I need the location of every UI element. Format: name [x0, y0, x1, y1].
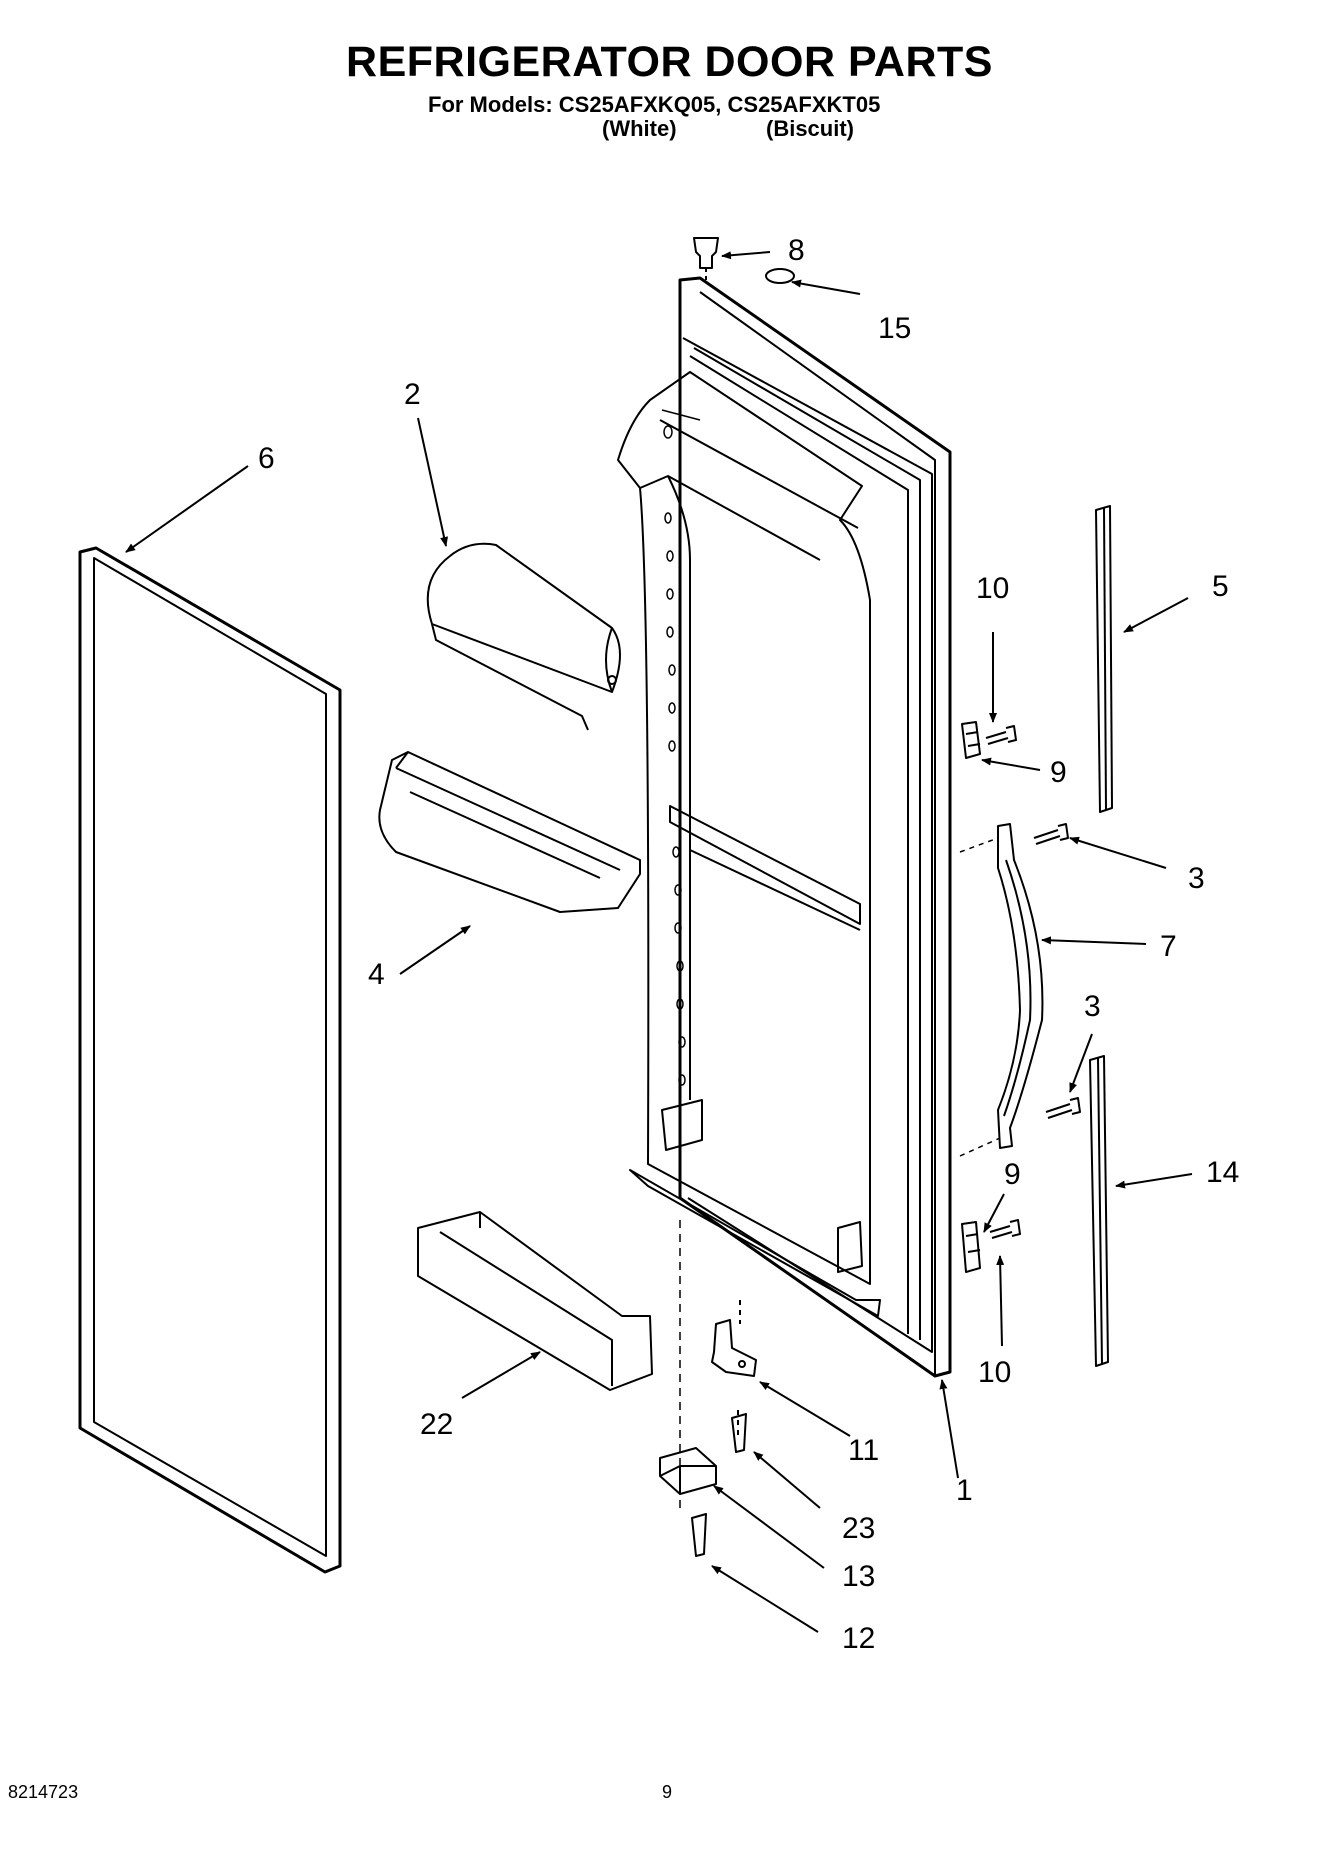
callout-3a: 3	[1188, 862, 1205, 895]
callout-10a: 10	[976, 572, 1009, 605]
callout-13: 13	[842, 1560, 875, 1593]
door-bin-part	[378, 751, 641, 913]
callout-7: 7	[1160, 930, 1177, 963]
leader-1	[939, 1379, 959, 1479]
leader-8	[721, 251, 771, 260]
callout-22: 22	[420, 1408, 453, 1441]
door-handle-part	[997, 823, 1044, 1149]
hinge-plug-part	[693, 237, 719, 282]
page-number: 9	[662, 1782, 673, 1802]
hinge-block-part	[659, 1447, 717, 1495]
leader-4	[399, 925, 471, 975]
leader-10b	[996, 1255, 1005, 1347]
leader-lines	[125, 251, 1193, 1633]
callout-6: 6	[258, 442, 275, 475]
leader-12	[711, 1565, 819, 1633]
dairy-bin-part	[426, 542, 621, 731]
callout-15: 15	[878, 312, 911, 345]
color-biscuit-label: (Biscuit)	[766, 116, 854, 141]
door-gasket-part	[78, 546, 342, 1574]
hinge-screw-part	[731, 1413, 747, 1453]
leader-9b	[983, 1193, 1005, 1233]
callout-8: 8	[788, 234, 805, 267]
leader-22	[461, 1351, 541, 1399]
leader-13	[713, 1485, 825, 1569]
leader-3b	[1069, 1033, 1093, 1093]
callout-23: 23	[842, 1512, 875, 1545]
clip-upper-part	[961, 721, 981, 759]
handle-align-line-top	[959, 837, 999, 853]
leader-14	[1115, 1173, 1193, 1189]
trim-strip-lower-part	[1089, 1055, 1109, 1367]
callout-5: 5	[1212, 570, 1229, 603]
handle-screw-lower-part	[1045, 1097, 1081, 1119]
leader-11	[759, 1381, 851, 1437]
leader-3a	[1069, 836, 1167, 869]
screw-lower-part	[989, 1219, 1021, 1239]
block-screw-part	[691, 1513, 707, 1557]
callout-9b: 9	[1004, 1158, 1021, 1191]
models-line: For Models: CS25AFXKQ05, CS25AFXKT05	[428, 92, 881, 117]
callout-1: 1	[956, 1474, 973, 1507]
color-white-label: (White)	[602, 116, 677, 141]
leader-6	[125, 465, 249, 553]
callout-11: 11	[848, 1434, 879, 1467]
washer-part	[765, 268, 795, 284]
screw-upper-part	[985, 725, 1017, 745]
trim-strip-upper-part	[1095, 505, 1113, 813]
callout-14: 14	[1206, 1156, 1239, 1189]
page-title: REFRIGERATOR DOOR PARTS	[346, 38, 993, 86]
leader-9a	[981, 757, 1041, 771]
callout-12: 12	[842, 1622, 875, 1655]
door-bar-part	[417, 1211, 653, 1391]
callout-9a: 9	[1050, 756, 1067, 789]
callout-4: 4	[368, 958, 385, 991]
document-number: 8214723	[8, 1782, 79, 1802]
leader-15	[791, 279, 861, 295]
callout-3b: 3	[1084, 990, 1101, 1023]
lower-hinge-part	[711, 1319, 757, 1377]
callout-10b: 10	[978, 1356, 1011, 1389]
leader-5	[1123, 597, 1189, 633]
door-assembly-part	[617, 276, 952, 1378]
handle-screw-upper-part	[1033, 823, 1069, 845]
handle-align-line-bottom	[959, 1137, 1001, 1157]
clip-lower-part	[961, 1221, 981, 1273]
leader-23	[753, 1451, 821, 1509]
leader-2	[417, 417, 448, 547]
callout-2: 2	[404, 378, 421, 411]
hinge-align-line	[737, 1300, 741, 1440]
leader-7	[1041, 936, 1147, 945]
